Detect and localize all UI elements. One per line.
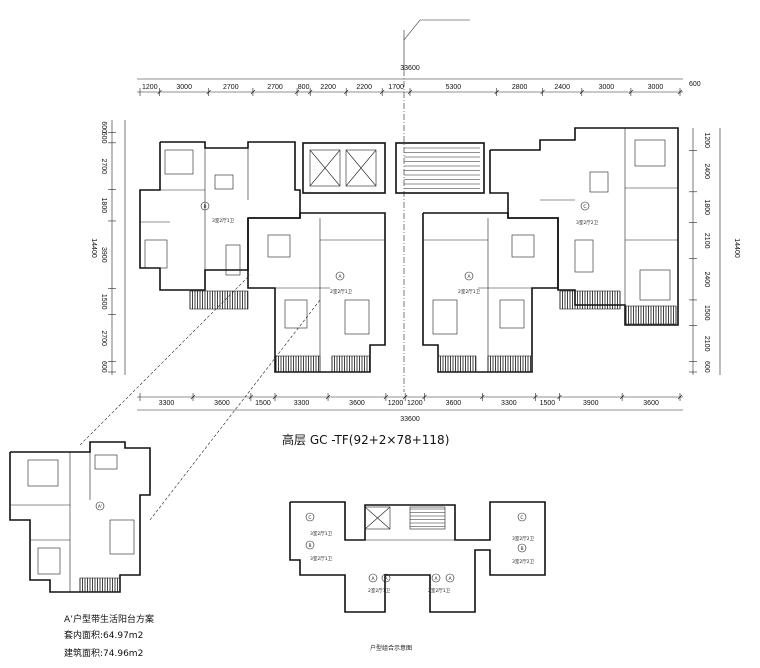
unit-b-area-label: 3室2厅1卫 — [212, 217, 235, 224]
top-dimension-7: 1700 — [388, 84, 404, 91]
left-total-dimension: 14400 — [90, 238, 97, 258]
combination-caption: 户型组合示意图 — [370, 644, 412, 652]
left-dimension-1: 600 — [100, 132, 107, 144]
top-dimension-0: 1200 — [142, 84, 158, 91]
top-dimension-2: 2700 — [223, 84, 239, 91]
svg-text:A: A — [448, 576, 452, 582]
bottom-dimension-11: 3600 — [643, 400, 659, 407]
left-dimension-2: 2700 — [100, 158, 107, 174]
right-dimension-3: 2100 — [703, 233, 710, 249]
left-dimension-6: 2700 — [100, 330, 107, 346]
top-dimension-6: 2200 — [356, 84, 372, 91]
bottom-dimension-4: 3600 — [349, 400, 365, 407]
unit-marker-a-right: A — [464, 271, 474, 281]
right-dimension-7: 600 — [703, 361, 710, 373]
top-dimension-8: 5300 — [446, 84, 462, 91]
bottom-dimension-3: 3300 — [294, 400, 310, 407]
combo-marker-2: A — [368, 573, 378, 583]
right-total-dimension: 14400 — [733, 238, 740, 258]
unit-marker-c: C — [580, 201, 590, 211]
leader-callout — [403, 19, 470, 41]
svg-text:A: A — [467, 274, 471, 280]
bottom-dimension-1: 3600 — [214, 400, 230, 407]
svg-text:C: C — [308, 515, 311, 521]
bottom-dimension-9: 1500 — [540, 400, 556, 407]
combo-marker-0: C — [305, 512, 315, 522]
left-dimension-4: 3900 — [100, 247, 107, 263]
bottom-total-dimension: 33600 — [400, 416, 420, 423]
unit-a-left-area-label: 2室2厅1卫 — [330, 288, 353, 295]
svg-text:A: A — [434, 576, 438, 582]
bottom-dimension-8: 3300 — [501, 400, 517, 407]
left-dimension-0: 600 — [100, 121, 107, 133]
combo-marker-3: A — [381, 573, 391, 583]
top-dimension-chain: 1200 3000 2700 2700 800 2200 2200 1700 5300 2800 2… — [137, 65, 701, 96]
right-dimension-1: 2400 — [703, 163, 710, 179]
right-dimension-0: 1200 — [703, 133, 710, 149]
svg-text:B: B — [308, 543, 311, 549]
bottom-dimension-10: 3900 — [583, 400, 599, 407]
inset-a-prime-plan: A' — [9, 441, 151, 593]
left-dimension-3: 1800 — [100, 198, 107, 214]
top-dimension-10: 2400 — [554, 84, 570, 91]
unit-c-area-label: 3室2厅2卫 — [576, 219, 599, 226]
combo-label-1: 3室2厅1卫 — [310, 530, 333, 537]
left-dimension-5: 1500 — [100, 294, 107, 310]
top-dimension-11: 3000 — [599, 84, 615, 91]
inset-a-prime-caption-2: 套内面积:64.97m2 — [64, 629, 143, 641]
svg-text:B: B — [203, 204, 206, 210]
bottom-dimension-0: 3300 — [159, 400, 175, 407]
bottom-dimension-7: 3600 — [446, 400, 462, 407]
svg-text:C: C — [520, 515, 523, 521]
right-dimension-4: 2400 — [703, 272, 710, 288]
inset-a-prime-caption-3: 建筑面积:74.96m2 — [64, 647, 143, 659]
plan-title: 高层 GC -TF(92+2×78+118) — [282, 432, 449, 447]
unit-marker-b: B — [200, 201, 210, 211]
main-floor-plan — [79, 127, 679, 521]
combo-marker-1: B — [305, 540, 315, 550]
bottom-dimension-2: 1500 — [255, 400, 271, 407]
bottom-dimension-5: 1200 — [388, 400, 404, 407]
top-dimension-12: 3000 — [648, 84, 664, 91]
combo-marker-5: A — [445, 573, 455, 583]
svg-text:A: A — [338, 274, 342, 280]
top-right-extra-dimension: 600 — [689, 81, 701, 88]
combination-markers: C B A A A A C B — [305, 512, 527, 583]
inset-combination-diagram — [289, 501, 546, 613]
top-dimension-9: 2800 — [512, 84, 528, 91]
right-dimension-chain: 1200 2400 1800 2100 2400 1500 2100 600 14400 — [689, 128, 740, 375]
top-dimension-3: 2700 — [267, 84, 283, 91]
svg-text:B: B — [520, 546, 523, 552]
inset-a-prime-caption-1: A’户型带生活阳台方案 — [64, 613, 154, 625]
unit-marker-a-left: A — [335, 271, 345, 281]
svg-text:A: A — [384, 576, 388, 582]
svg-text:C: C — [583, 204, 586, 210]
combo-label-4: 2室2厅1卫 — [428, 587, 451, 594]
right-dimension-6: 2100 — [703, 336, 710, 352]
combo-marker-7: B — [517, 543, 527, 553]
right-dimension-2: 1800 — [703, 199, 710, 215]
svg-text:A': A' — [98, 504, 102, 510]
combo-label-5: 3室2厅2卫 — [512, 535, 535, 542]
top-dimension-5: 2200 — [320, 84, 336, 91]
combo-marker-6: C — [517, 512, 527, 522]
top-dimension-1: 3000 — [176, 84, 192, 91]
svg-text:A: A — [371, 576, 375, 582]
bottom-dimension-6: 1200 — [407, 400, 423, 407]
left-dimension-7: 600 — [100, 361, 107, 373]
combo-label-2: 3室2厅1卫 — [310, 555, 333, 562]
combo-label-3: 2室2厅1卫 — [368, 587, 391, 594]
combo-label-6: 3室2厅2卫 — [512, 558, 535, 565]
top-total-dimension: 33600 — [400, 65, 420, 72]
right-dimension-5: 1500 — [703, 305, 710, 321]
unit-a-right-area-label: 2室2厅1卫 — [458, 288, 481, 295]
top-dimension-4: 800 — [298, 84, 310, 91]
combo-marker-4: A — [431, 573, 441, 583]
